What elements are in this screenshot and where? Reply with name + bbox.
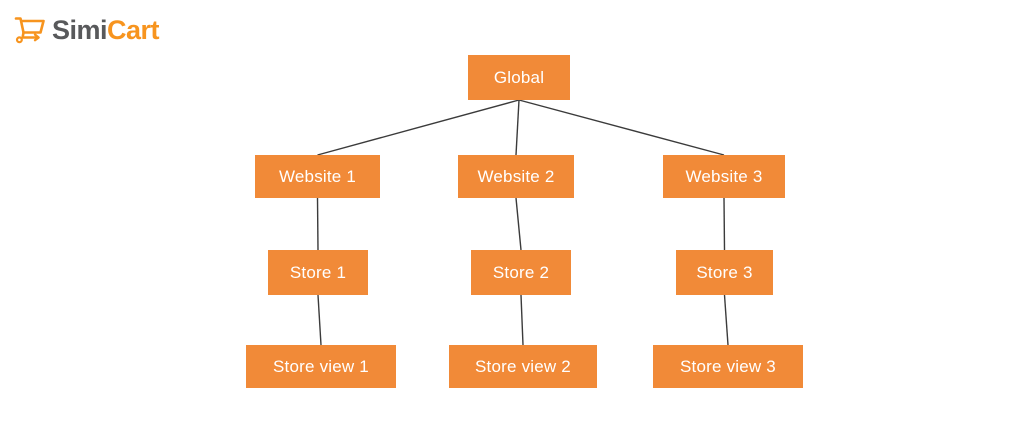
brand-name-cart: Cart [107,14,160,45]
node-store-3[interactable]: Store 3 [676,250,773,295]
connector-global-to-website1 [317,99,520,156]
shopping-cart-icon [14,15,48,45]
node-store-view-2[interactable]: Store view 2 [449,345,597,388]
node-store-1[interactable]: Store 1 [268,250,368,295]
connector-store3-to-storeview3 [723,294,729,346]
connector-website1-to-store1 [316,197,319,251]
connector-global-to-website3 [518,99,725,156]
node-store-view-3[interactable]: Store view 3 [653,345,803,388]
brand-wordmark: SimiCart [52,14,160,45]
node-global[interactable]: Global [468,55,570,100]
simicart-logo: SimiCart [14,11,160,49]
connector-store2-to-storeview2 [520,294,524,346]
node-website-1[interactable]: Website 1 [255,155,380,198]
node-store-view-1[interactable]: Store view 1 [246,345,396,388]
node-website-2[interactable]: Website 2 [458,155,574,198]
connector-website2-to-store2 [515,197,522,251]
connector-store1-to-storeview1 [317,294,322,346]
connector-global-to-website2 [515,99,520,156]
brand-name-simi: Simi [52,14,108,45]
node-website-3[interactable]: Website 3 [663,155,785,198]
node-store-2[interactable]: Store 2 [471,250,571,295]
connector-website3-to-store3 [723,197,726,251]
